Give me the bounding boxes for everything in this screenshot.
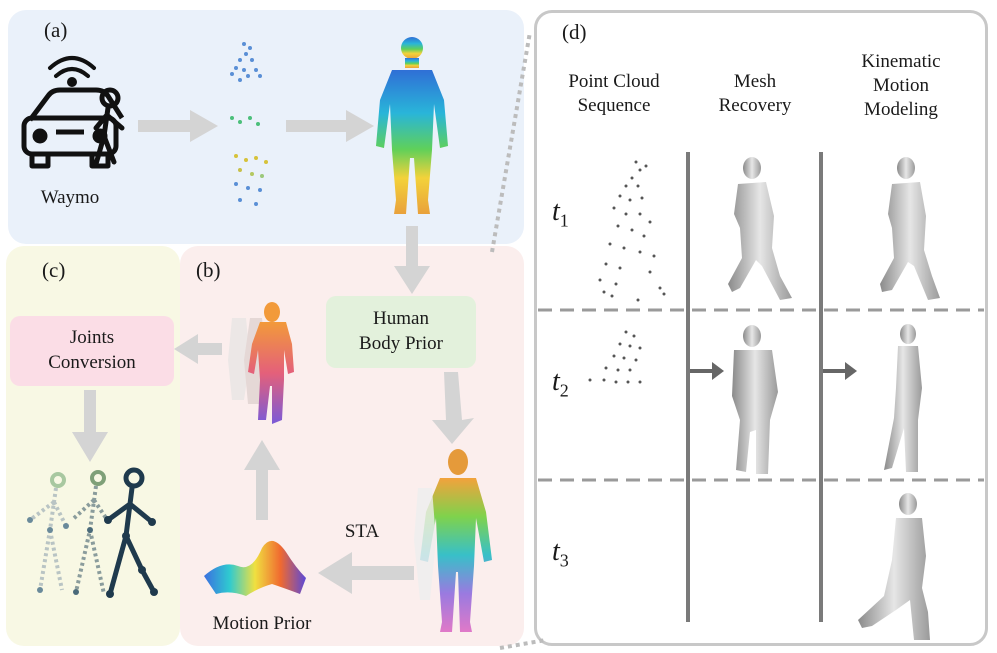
column-header-kinematic: Kinematic Motion Modeling xyxy=(861,51,941,120)
arrow-to-joints-conversion xyxy=(174,334,222,364)
row-label-t3: t3 xyxy=(552,536,569,572)
row-label-t2-sub: 2 xyxy=(559,380,569,401)
skeleton-current xyxy=(105,467,157,597)
kinematic-motion-t3 xyxy=(858,493,930,640)
ghost-human-faded xyxy=(414,488,436,600)
row-label-t1-sub: 1 xyxy=(559,210,569,231)
human-body-prior-box: Human Body Prior xyxy=(326,296,476,368)
kinematic-motion-t1 xyxy=(880,157,940,300)
point-cloud-t2 xyxy=(588,330,642,384)
panel-b-label: (b) xyxy=(196,258,221,282)
arrow-sta xyxy=(318,552,414,594)
row-label-t2: t2 xyxy=(552,366,569,402)
panel-a-label: (a) xyxy=(44,18,68,42)
row-label-t1-t: t xyxy=(552,196,560,227)
human-body-prior-text: Human Body Prior xyxy=(359,308,443,354)
arrow-wave-to-motion xyxy=(244,440,280,520)
joints-conversion-text: Joints Conversion xyxy=(48,327,136,373)
arrow-d-row2-col1 xyxy=(690,362,724,380)
sta-label: STA xyxy=(344,521,380,542)
skeleton-medium xyxy=(70,470,112,595)
column-header-mesh-recovery: Mesh Recovery xyxy=(718,71,792,116)
point-cloud-t1 xyxy=(598,160,666,302)
row-label-t3-sub: 3 xyxy=(559,550,569,571)
panel-c-label: (c) xyxy=(42,258,66,282)
signal-icon xyxy=(48,56,96,87)
kinematic-motion-t2 xyxy=(884,324,922,472)
pedestrian-icon xyxy=(93,87,125,167)
mesh-recovery-t1 xyxy=(728,157,792,300)
panel-d-label: (d) xyxy=(562,20,587,44)
row-label-t3-t: t xyxy=(552,536,560,567)
arrow-points-to-body xyxy=(286,110,374,142)
walking-sequence xyxy=(228,302,294,424)
row-label-t1: t1 xyxy=(552,196,569,232)
arrow-body-to-prior xyxy=(394,226,430,294)
arrow-prior-to-body xyxy=(432,372,474,444)
zoom-line-bottom xyxy=(499,638,547,650)
skeleton-joints xyxy=(27,516,158,598)
row-label-t2-t: t xyxy=(552,366,560,397)
point-cloud-human xyxy=(376,37,448,214)
joints-conversion-box: Joints Conversion xyxy=(10,316,174,386)
column-header-point-cloud: Point Cloud Sequence xyxy=(568,71,660,116)
arrow-car-to-points xyxy=(138,110,218,142)
motion-prior-surface xyxy=(204,540,306,596)
zoom-line-top xyxy=(490,31,532,253)
point-cloud-sparse xyxy=(230,42,268,206)
arrow-d-row2-col2 xyxy=(823,362,857,380)
mesh-recovery-t2 xyxy=(732,325,778,474)
motion-prior-label: Motion Prior xyxy=(212,613,312,634)
waymo-caption: Waymo xyxy=(40,187,100,208)
colored-human-body xyxy=(420,449,492,632)
arrow-joints-down xyxy=(72,390,108,462)
